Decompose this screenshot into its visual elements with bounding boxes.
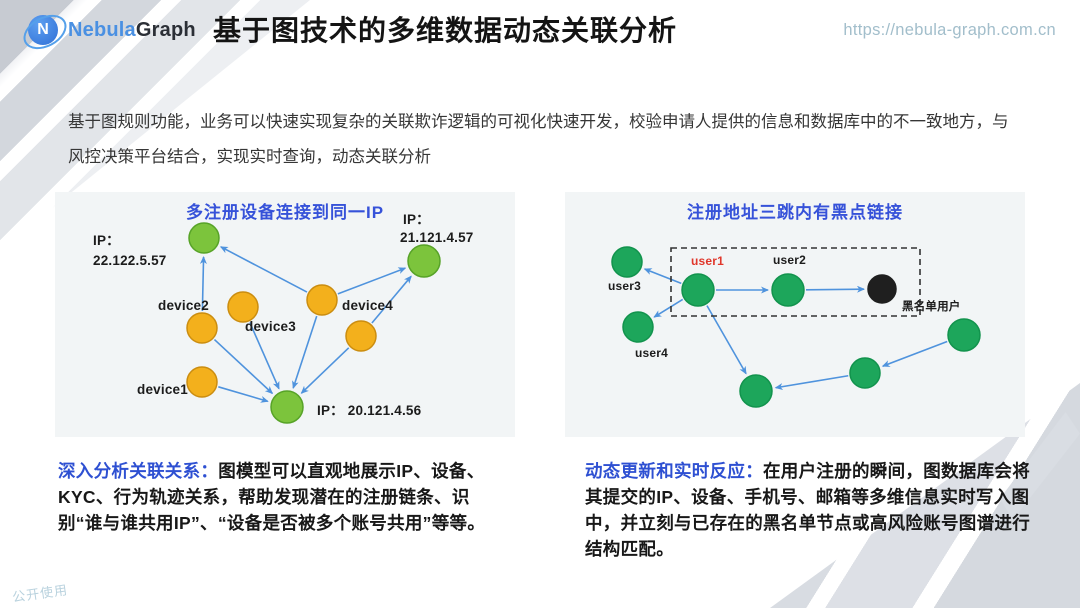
left-note-body: 图模型可以直观地展示IP、设备、KYC、行为轨迹关系，帮助发现潜在的注册链条、识…: [58, 461, 486, 533]
graph-edge: [199, 255, 207, 312]
left-diagram-title: 多注册设备连接到同一IP: [185, 203, 385, 222]
intro-paragraph: 基于图规则功能，业务可以快速实现复杂的关联欺诈逻辑的可视化快速开发，校验申请人提…: [68, 105, 1018, 175]
graph-edge: [292, 315, 318, 389]
node-label: 22.122.5.57: [93, 253, 167, 268]
graph-node: [947, 318, 981, 352]
node-label: device3: [245, 319, 296, 334]
graph-edge: [774, 374, 849, 391]
right-diagram-panel: user3 user1 user2 user4 黑名单用户 注册地址三跳内有黑点链接: [565, 192, 1025, 437]
node-label: user1: [691, 254, 724, 268]
graph-node: [227, 291, 259, 323]
graph-node: [186, 312, 218, 344]
left-note-lead: 深入分析关联关系：: [58, 461, 219, 481]
node-label: IP： 20.121.4.56: [317, 403, 422, 418]
graph-edge: [653, 298, 684, 318]
node-label: user4: [635, 346, 668, 360]
graph-node: [270, 390, 304, 424]
left-note: 深入分析关联关系：图模型可以直观地展示IP、设备、KYC、行为轨迹关系，帮助发现…: [58, 458, 508, 536]
left-diagram-graph: IP： 22.122.5.57 IP： 21.121.4.57 device2 devic…: [93, 212, 474, 424]
right-diagram-graph: user3 user1 user2 user4 黑名单用户: [608, 246, 981, 408]
node-label: 21.121.4.57: [400, 230, 474, 245]
brand-name-nebula: Nebula: [68, 18, 136, 41]
graph-node: [407, 244, 441, 278]
graph-edge: [213, 338, 274, 395]
right-note-body: 在用户注册的瞬间，图数据库会将其提交的IP、设备、手机号、邮箱等多维信息实时写入…: [585, 461, 1030, 559]
graph-node: [188, 222, 220, 254]
right-note-lead: 动态更新和实时反应：: [585, 461, 763, 481]
graph-edge: [337, 267, 407, 295]
intro-line-2: 风控决策平台结合，实现实时查询，动态关联分析: [68, 148, 431, 166]
site-url: https://nebula-graph.com.cn: [843, 21, 1056, 39]
slide-title: 基于图技术的多维数据动态关联分析: [213, 16, 678, 47]
watermark: 公开使用: [11, 582, 69, 605]
node-label: IP：: [93, 233, 120, 248]
right-note: 动态更新和实时反应：在用户注册的瞬间，图数据库会将其提交的IP、设备、手机号、邮…: [585, 458, 1037, 562]
graph-edge: [249, 322, 280, 390]
graph-edge: [371, 275, 412, 324]
node-label: device4: [342, 298, 393, 313]
graph-node: [622, 311, 654, 343]
node-label: user3: [608, 279, 641, 293]
brand-logo: N NebulaGraph: [17, 7, 196, 57]
graph-node: [345, 320, 377, 352]
graph-node: [867, 274, 897, 304]
graph-edge: [300, 347, 350, 394]
graph-node: [681, 273, 715, 307]
graph-node: [739, 374, 773, 408]
graph-node: [771, 273, 805, 307]
blacklist-dashed-box: [670, 247, 921, 317]
right-diagram-title: 注册地址三跳内有黑点链接: [687, 203, 903, 222]
brand-name: NebulaGraph: [68, 19, 196, 42]
logo-n-letter: N: [28, 15, 58, 45]
node-label: IP：: [403, 212, 430, 227]
nebulagraph-logo-icon: N: [17, 7, 73, 57]
node-label: user2: [773, 253, 806, 267]
graph-edge: [643, 268, 682, 285]
node-label: device1: [137, 382, 188, 397]
brand-name-graph: Graph: [135, 18, 196, 41]
node-label: device2: [158, 298, 209, 313]
graph-node: [186, 366, 218, 398]
graph-node: [611, 246, 643, 278]
graph-node: [306, 284, 338, 316]
left-diagram-panel: IP： 22.122.5.57 IP： 21.121.4.57 device2 devic…: [55, 192, 515, 437]
node-label: 黑名单用户: [902, 299, 961, 313]
graph-edge: [881, 340, 948, 367]
graph-edge: [706, 305, 747, 375]
graph-node: [849, 357, 881, 389]
graph-edge: [219, 246, 308, 293]
graph-edge: [805, 285, 866, 293]
intro-line-1: 基于图规则功能，业务可以快速实现复杂的关联欺诈逻辑的可视化快速开发，校验申请人提…: [68, 113, 1009, 131]
graph-edge: [218, 386, 269, 403]
